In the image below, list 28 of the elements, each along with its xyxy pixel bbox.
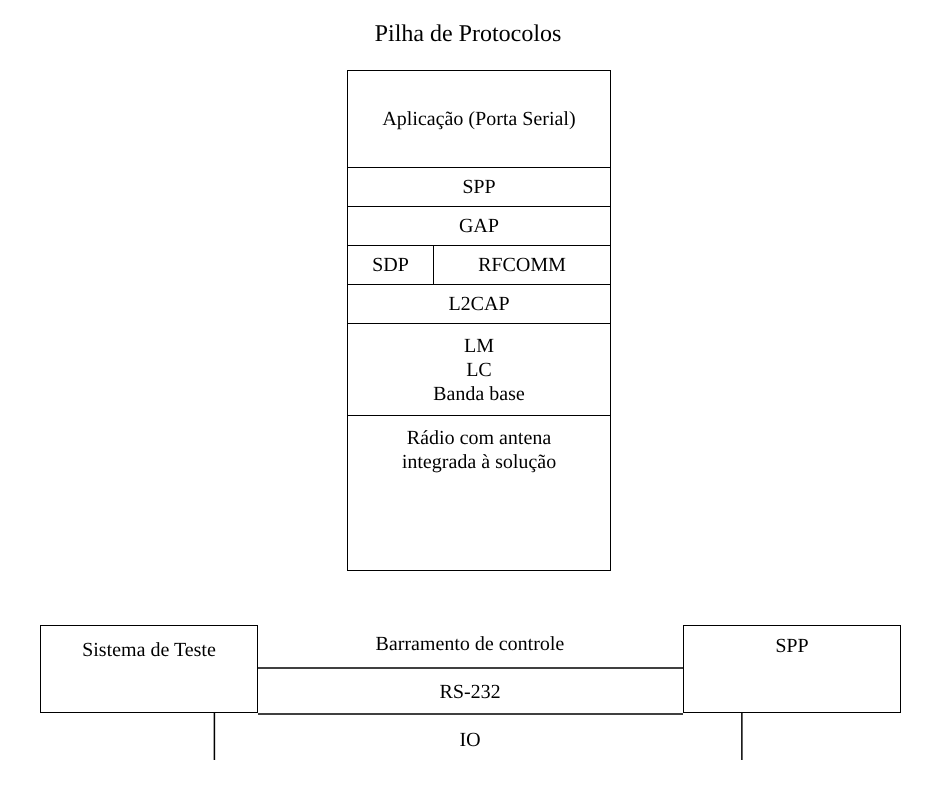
protocol-layer-box <box>347 70 611 168</box>
stub-line <box>214 713 216 760</box>
stub-line <box>741 713 743 760</box>
line-label: RS-232 <box>440 680 501 704</box>
bus-line <box>258 667 683 669</box>
diagram-title: Pilha de Protocolos <box>374 21 562 47</box>
line-label: Barramento de controle <box>376 632 564 656</box>
layer-label: RFCOMM <box>478 253 566 277</box>
protocol-layer-box <box>347 323 611 416</box>
layer-label: Aplicação (Porta Serial) <box>382 107 576 131</box>
line-label: IO <box>460 728 481 752</box>
layer-label: LC <box>466 358 492 382</box>
protocol-layer-box <box>347 167 611 207</box>
layer-label: GAP <box>458 214 499 238</box>
layer-label: Rádio com antena integrada à solução <box>400 426 558 474</box>
layer-label: SPP <box>462 175 496 199</box>
protocol-layer-box <box>347 206 611 246</box>
layer-label: LM <box>464 334 494 358</box>
layer-label: L2CAP <box>448 292 510 316</box>
module-box <box>683 625 901 713</box>
box-label: Sistema de Teste <box>82 638 216 662</box>
layer-label: Banda base <box>433 382 525 406</box>
protocol-layer-box <box>347 415 611 571</box>
box-label: SPP <box>775 634 809 658</box>
system-box <box>40 625 258 713</box>
protocol-layer-box <box>347 284 611 324</box>
bus-line <box>258 713 683 715</box>
layer-label: SDP <box>372 253 409 277</box>
